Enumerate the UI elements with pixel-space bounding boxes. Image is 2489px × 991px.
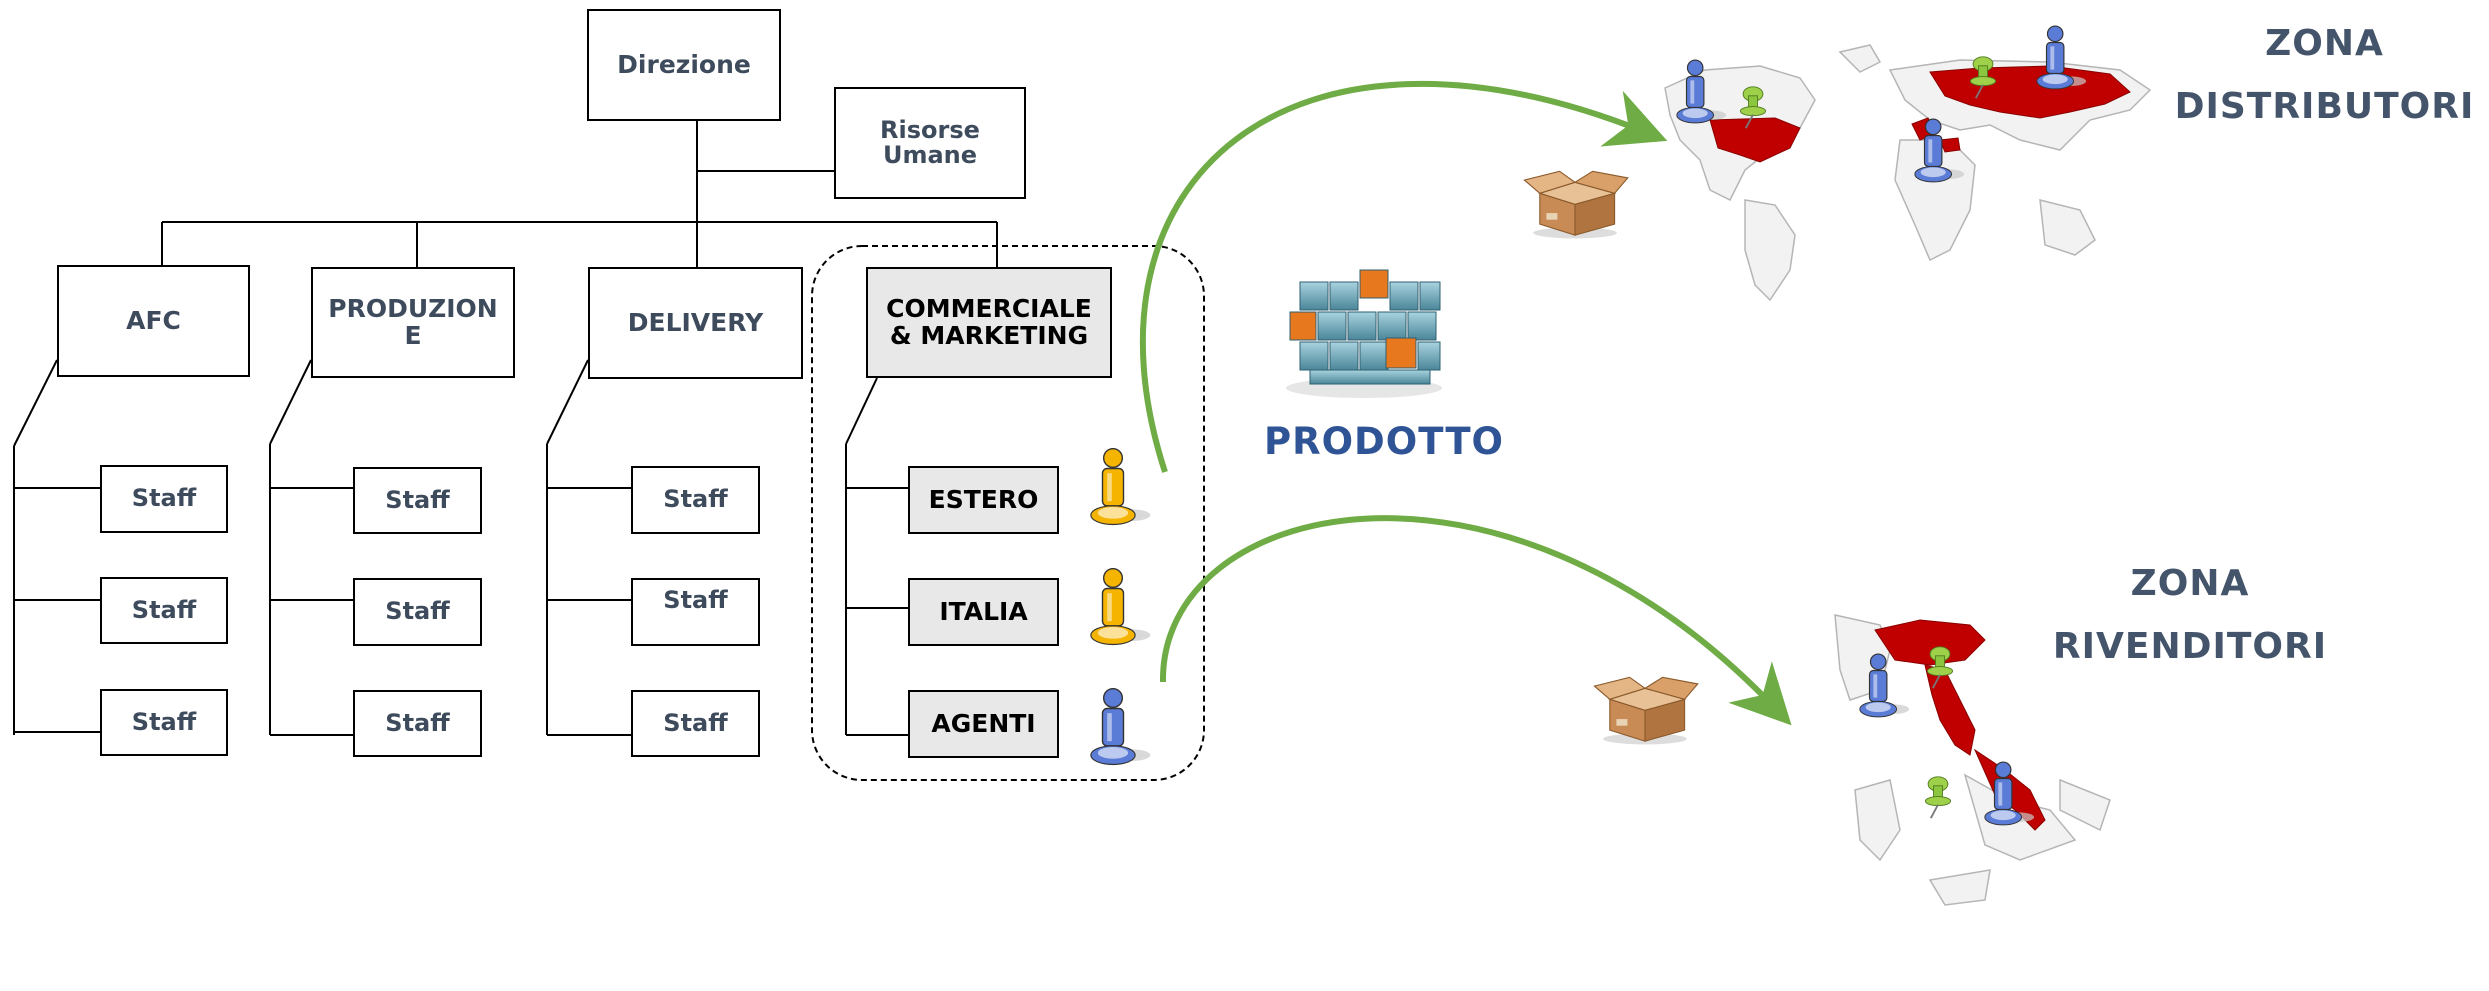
agenti-box: AGENTI bbox=[908, 690, 1059, 758]
risorse-umane-box: Risorse Umane bbox=[834, 87, 1026, 199]
produzione-label: PRODUZIONE bbox=[328, 294, 498, 350]
staff-label: Staff bbox=[131, 484, 197, 513]
prodotto-label: PRODOTTO bbox=[1264, 420, 1505, 463]
staff-label: Staff bbox=[385, 708, 450, 737]
arrow-to-distributori bbox=[1139, 81, 1668, 473]
zona-distributori-line2: DISTRIBUTORI bbox=[2174, 86, 2475, 127]
staff-box: Staff bbox=[631, 578, 760, 646]
staff-box: Staff bbox=[353, 467, 482, 534]
delivery-label: DELIVERY bbox=[627, 307, 764, 337]
staff-label: Staff bbox=[131, 595, 197, 624]
afc-box: AFC bbox=[57, 265, 250, 377]
agenti-label: AGENTI bbox=[931, 708, 1036, 738]
parcel-box-icon bbox=[1593, 676, 1699, 745]
staff-label: Staff bbox=[385, 597, 450, 626]
zona-distributori-line1: ZONA bbox=[2265, 23, 2384, 64]
risorse-umane-label: Risorse Umane bbox=[880, 115, 980, 169]
afc-label: AFC bbox=[126, 305, 181, 335]
arrow-to-rivenditori bbox=[1159, 515, 1792, 726]
direzione-box: Direzione bbox=[587, 9, 781, 121]
staff-box: Staff bbox=[100, 689, 228, 756]
staff-box: Staff bbox=[631, 466, 760, 534]
staff-label: Staff bbox=[385, 485, 450, 514]
person-icon bbox=[1090, 567, 1152, 646]
direzione-label: Direzione bbox=[617, 49, 751, 79]
staff-box: Staff bbox=[631, 690, 760, 757]
zona-rivenditori-line1: ZONA bbox=[2130, 563, 2250, 604]
italia-box: ITALIA bbox=[908, 578, 1059, 646]
person-icon bbox=[1090, 687, 1152, 766]
zona-rivenditori-line2: RIVENDITORI bbox=[2052, 626, 2328, 667]
person-icon bbox=[2036, 25, 2087, 90]
estero-box: ESTERO bbox=[908, 466, 1059, 534]
parcel-box-icon bbox=[1523, 170, 1629, 239]
staff-label: Staff bbox=[663, 586, 728, 615]
pushpin-icon bbox=[1924, 775, 1952, 820]
commerciale-dashed-frame bbox=[811, 245, 1205, 781]
staff-box: Staff bbox=[100, 465, 228, 533]
person-icon bbox=[1090, 447, 1152, 526]
staff-label: Staff bbox=[663, 708, 728, 737]
estero-label: ESTERO bbox=[928, 484, 1039, 514]
commerciale-label: COMMERCIALE & MARKETING bbox=[886, 294, 1092, 350]
staff-box: Staff bbox=[353, 690, 482, 757]
staff-label: Staff bbox=[663, 485, 728, 514]
org-connectors bbox=[13, 121, 998, 736]
zona-distributori-title: ZONA DISTRIBUTORI bbox=[2160, 12, 2489, 138]
staff-box: Staff bbox=[100, 577, 228, 644]
staff-label: Staff bbox=[131, 707, 197, 736]
product-cube-icon bbox=[1286, 269, 1442, 398]
italia-label: ITALIA bbox=[939, 596, 1028, 626]
delivery-box: DELIVERY bbox=[588, 267, 803, 379]
produzione-box: PRODUZIONE bbox=[311, 267, 515, 378]
zona-rivenditori-title: ZONA RIVENDITORI bbox=[2025, 552, 2355, 678]
commerciale-box: COMMERCIALE & MARKETING bbox=[866, 267, 1112, 378]
staff-box: Staff bbox=[353, 578, 482, 646]
